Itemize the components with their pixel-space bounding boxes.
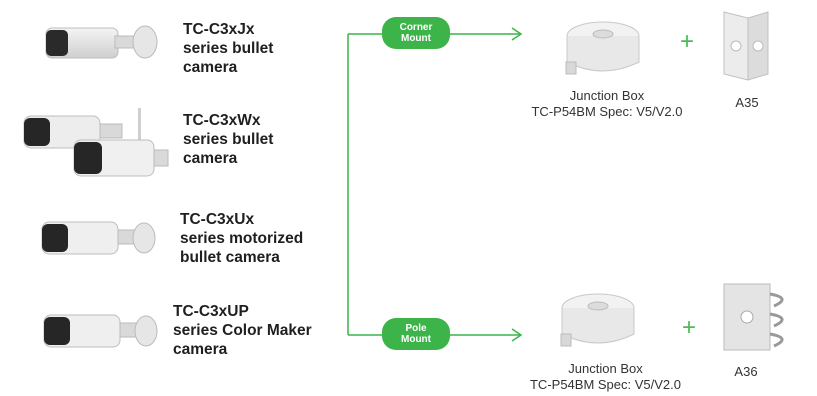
corner-mount-pill: Corner Mount xyxy=(382,17,450,49)
color-maker-camera-image xyxy=(43,314,158,348)
camera-label-c3xux: TC-C3xUx series motorized bullet camera xyxy=(180,211,304,266)
bracket-label-a36: A36 xyxy=(734,364,758,379)
junction-box-label-corner: Junction Box TC-P54BM Spec: V5/V2.0 xyxy=(531,88,683,119)
junction-box-label-pole: Junction Box TC-P54BM Spec: V5/V2.0 xyxy=(529,361,681,392)
junction-box-image-corner xyxy=(565,21,640,75)
arrow-pole xyxy=(450,328,523,342)
bracket-label-a35: A35 xyxy=(735,95,759,110)
plus-icon-corner: + xyxy=(680,28,695,55)
plus-icon-pole: + xyxy=(682,314,697,341)
corner-bracket-a35-image xyxy=(723,11,769,81)
pole-mount-pill: Pole Mount xyxy=(382,318,450,350)
arrow-corner xyxy=(450,27,523,41)
camera-label-c3xjx: TC-C3xJx series bullet camera xyxy=(183,21,274,76)
camera-label-c3xwx: TC-C3xWx series bullet camera xyxy=(183,112,274,167)
pole-bracket-a36-image xyxy=(723,283,784,351)
motorized-bullet-camera-image xyxy=(41,221,156,255)
junction-box-image-pole xyxy=(560,293,635,347)
wifi-bullet-camera-image xyxy=(23,108,169,177)
camera-label-c3xup: TC-C3xUP series Color Maker camera xyxy=(173,303,312,358)
bullet-camera-image xyxy=(45,25,158,59)
